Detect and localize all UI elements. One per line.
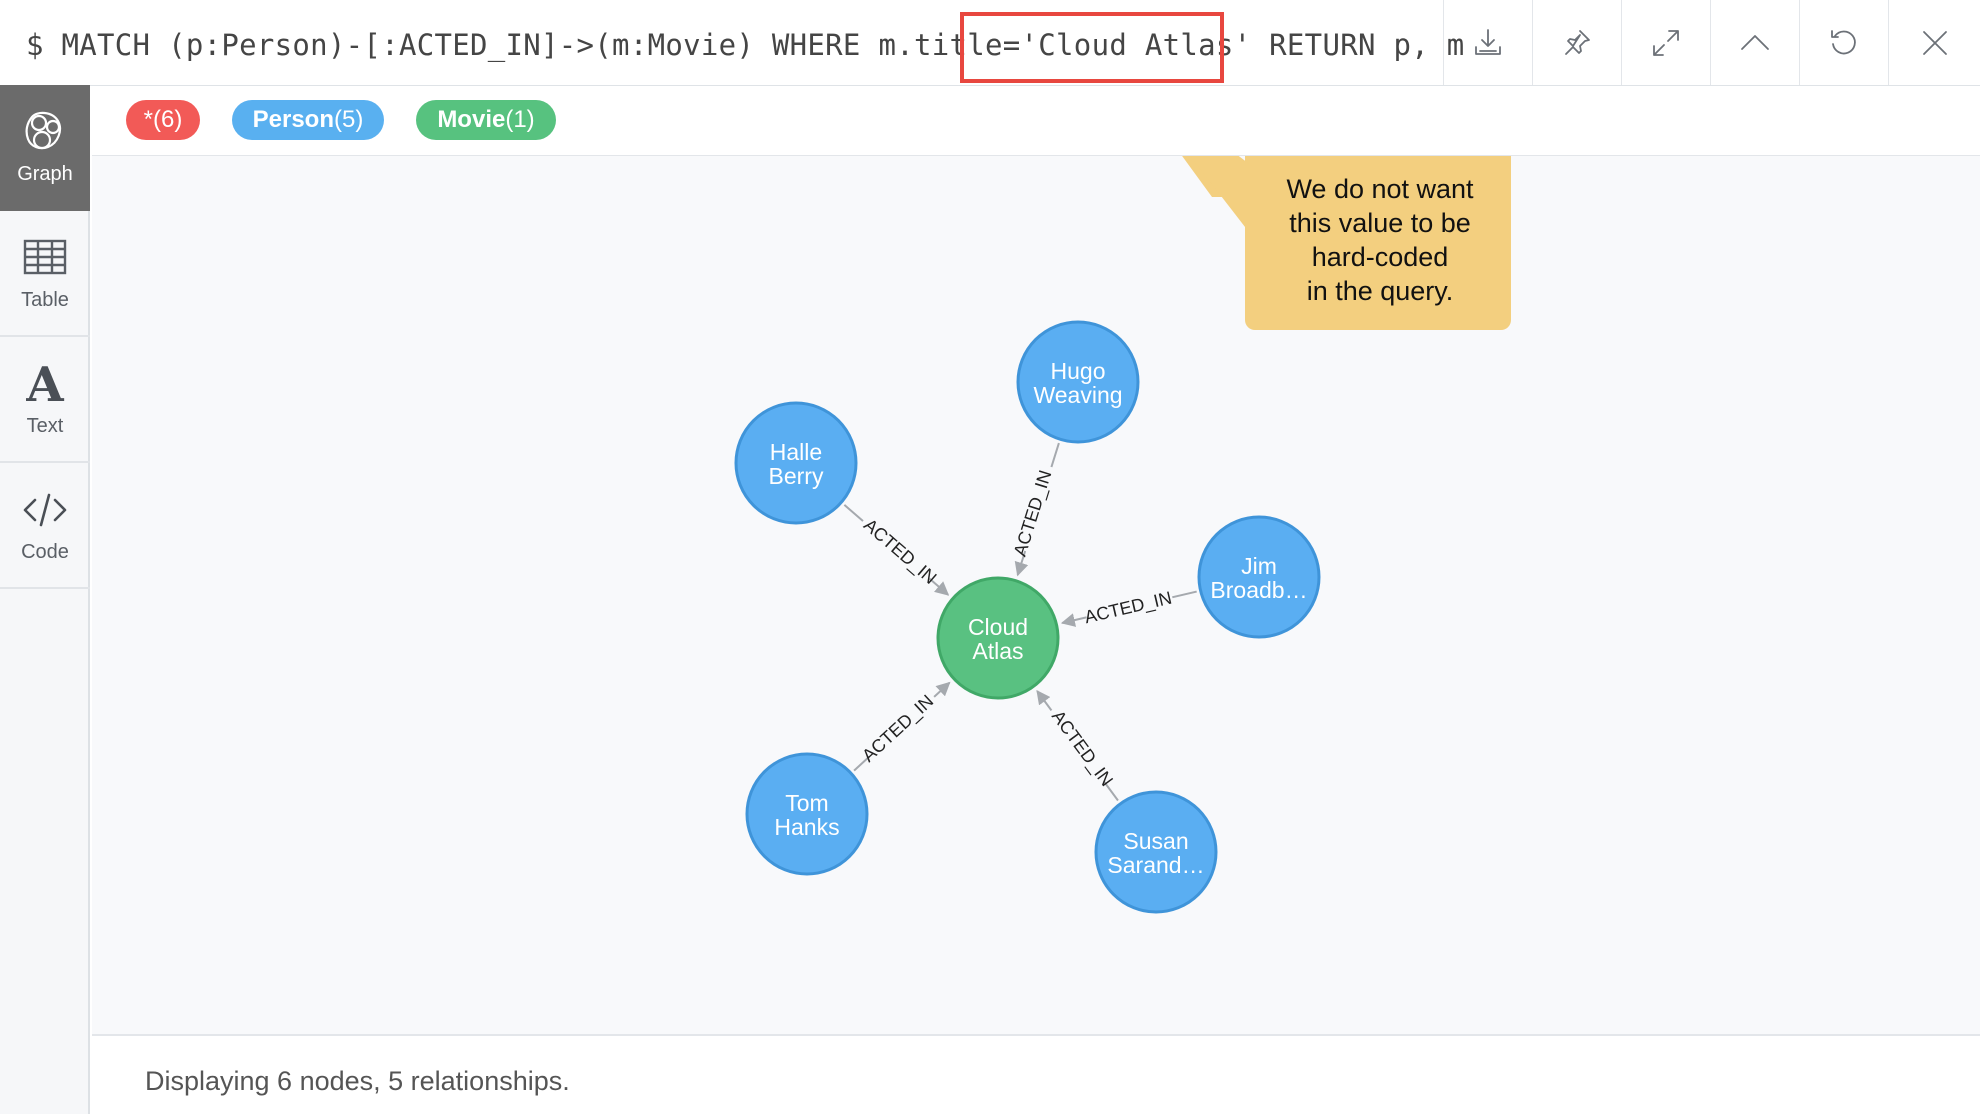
relationship-label: ACTED_IN [858, 691, 938, 767]
movie-node-circle [936, 576, 1060, 700]
sidebar-item-label: Graph [17, 162, 73, 185]
node-caption: Tom [785, 790, 828, 816]
label-pill-count: (1) [505, 106, 535, 133]
view-sidebar: Graph Table A Text Code [0, 85, 90, 1114]
label-pill-name: Movie [437, 106, 506, 133]
person-node[interactable]: JimBroadb… [1197, 515, 1321, 639]
download-icon [1475, 28, 1501, 55]
close-icon [1922, 30, 1947, 55]
sidebar-item-text[interactable]: A Text [0, 337, 90, 463]
node-caption: Hanks [774, 814, 839, 840]
node-caption: Weaving [1033, 382, 1122, 408]
table-icon [23, 239, 67, 274]
relationship-label-bg [1083, 585, 1175, 628]
callout-line: hard-coded [1311, 242, 1449, 272]
label-pill-name: Person [252, 106, 335, 133]
query-text[interactable]: $ MATCH (p:Person)-[:ACTED_IN]->(m:Movie… [26, 28, 1465, 62]
expand-button[interactable] [1621, 0, 1710, 85]
callout-line: in the query. [1306, 276, 1454, 306]
sidebar-item-code[interactable]: Code [0, 463, 90, 589]
node-caption: Susan [1123, 828, 1188, 854]
label-pill-all[interactable]: *(6) [126, 100, 200, 140]
relationship-label-bg [856, 511, 938, 587]
label-pill-count: (6) [153, 106, 183, 133]
callout-bubble [1182, 156, 1511, 330]
callout-line: this value to be [1289, 208, 1471, 238]
refresh-icon [1831, 29, 1856, 54]
node-caption: Hugo [1051, 358, 1106, 384]
label-pill-person[interactable]: Person(5) [232, 100, 384, 140]
relationship-label-bg [1013, 463, 1061, 555]
relationship-label: ACTED_IN [1082, 588, 1173, 629]
sidebar-item-label: Table [21, 288, 69, 311]
callout-line: We do not want [1286, 174, 1474, 204]
status-bar: Displaying 6 nodes, 5 relationships. [92, 1034, 1980, 1116]
relationship-label-bg [861, 688, 941, 764]
node-caption: Sarand… [1107, 852, 1204, 878]
rerun-button[interactable] [1799, 0, 1888, 85]
person-node-circle [745, 752, 869, 876]
pin-button[interactable] [1532, 0, 1621, 85]
relationship-label-bg [1043, 703, 1114, 788]
person-node[interactable]: SusanSarand… [1094, 790, 1218, 914]
node-caption: Jim [1241, 553, 1277, 579]
query-bar: $ MATCH (p:Person)-[:ACTED_IN]->(m:Movie… [0, 0, 1980, 86]
close-button[interactable] [1888, 0, 1980, 85]
graph-icon [25, 111, 62, 149]
person-node-circle [1016, 320, 1140, 444]
collapse-button[interactable] [1710, 0, 1799, 85]
callout-text: We do not want this value to be hard-cod… [1248, 172, 1512, 308]
expand-icon [1653, 29, 1679, 56]
status-text: Displaying 6 nodes, 5 relationships. [145, 1066, 570, 1096]
label-pill-name: * [143, 106, 153, 133]
highlight-box [960, 12, 1224, 83]
label-pill-count: (5) [334, 106, 364, 133]
sidebar-item-label: Code [21, 540, 69, 563]
relationship-label: ACTED_IN [859, 515, 940, 589]
node-caption: Broadb… [1210, 577, 1307, 603]
code-icon [23, 493, 67, 526]
node-caption: Berry [769, 463, 824, 489]
pin-icon [1565, 29, 1590, 55]
person-node-circle [1197, 515, 1321, 639]
node-caption: Cloud [968, 614, 1028, 640]
node-caption: Atlas [972, 638, 1023, 664]
person-node-circle [1094, 790, 1218, 914]
relationship-label: ACTED_IN [1047, 706, 1117, 790]
node-caption: Halle [770, 439, 822, 465]
download-button[interactable] [1443, 0, 1532, 85]
sidebar-item-label: Text [26, 414, 64, 437]
label-filter-bar: *(6) Person(5) Movie(1) [92, 86, 1980, 156]
chevron-up-icon [1741, 34, 1769, 50]
person-node-circle [734, 401, 858, 525]
svg-text:A: A [25, 361, 64, 407]
sidebar-item-graph[interactable]: Graph [0, 85, 90, 211]
sidebar-item-table[interactable]: Table [0, 211, 90, 337]
text-icon: A [25, 361, 64, 407]
label-pill-movie[interactable]: Movie(1) [416, 100, 556, 140]
